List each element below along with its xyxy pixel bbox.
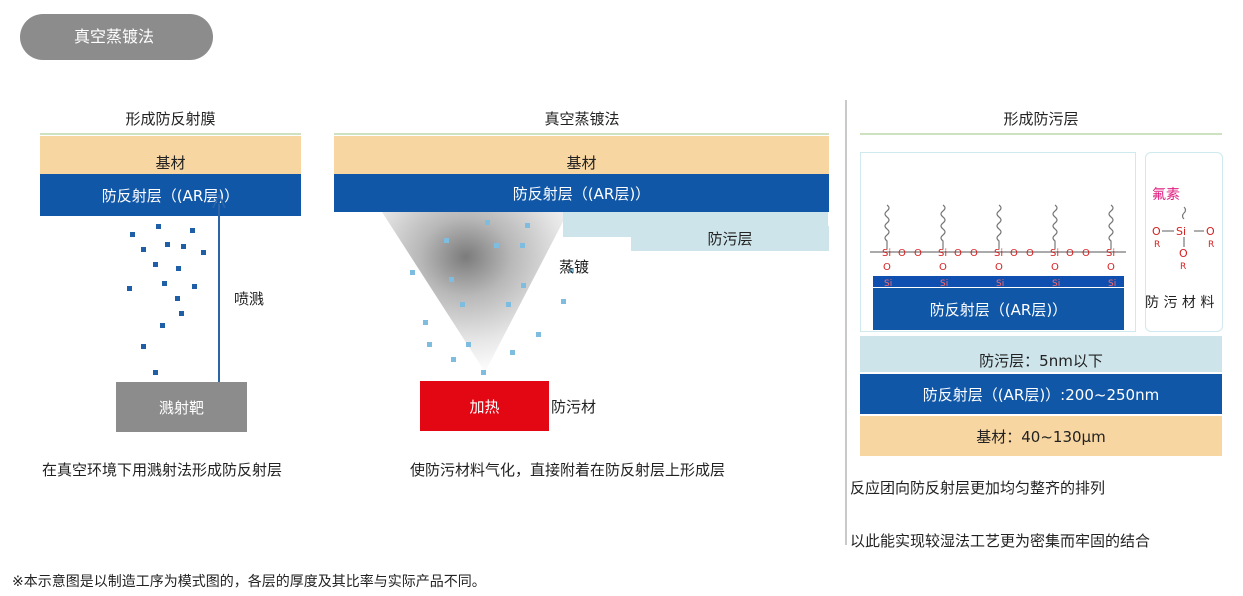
svg-text:O: O [1010,248,1018,259]
panel1-title: 形成防反射膜 [125,110,216,128]
heater: 加热 [420,381,549,431]
svg-text:O: O [914,248,922,259]
svg-text:O: O [1066,248,1074,259]
svg-text:Si: Si [996,279,1004,288]
svg-text:O: O [970,248,978,259]
panel3-ar-thickness: 防反射层（(AR层)）:200~250nm [860,374,1222,414]
si-anchor-icon: Si Si Si Si Si [884,279,1116,288]
panel1-ar-layer: 防反射层（(AR层)） [40,174,301,216]
svg-text:O: O [954,248,962,259]
panel3-caption-1: 反应团向防反射层更加均匀整齐的排列 [850,479,1106,497]
svg-text:O: O [995,262,1003,273]
svg-text:Si: Si [1106,248,1115,259]
molecule-box [860,152,1136,332]
svg-text:Si: Si [940,279,948,288]
panel1-substrate: 基材 [40,136,301,174]
svg-text:Si: Si [884,279,892,288]
svg-text:Si: Si [1050,248,1059,259]
spray-arrow-icon [212,193,226,382]
panel2-substrate: 基材 [334,136,829,174]
panel3-af-layer: 防污层：5nm以下 [860,336,1222,372]
svg-text:O: O [883,262,891,273]
svg-text:Si: Si [994,248,1003,259]
svg-text:R: R [1180,262,1186,272]
fluorine-label: 氟素 [1152,187,1180,203]
panel2-af-layer: 防污层 [631,226,829,251]
panel1-caption: 在真空环境下用溅射法形成防反射层 [42,461,283,479]
af-material-caption: 防 污 材 料 [1145,295,1215,311]
svg-text:O: O [1082,248,1090,259]
anchor-band [873,276,1124,287]
panel3-divider [860,133,1222,135]
svg-text:Si: Si [1108,279,1116,288]
svg-text:R: R [1208,240,1214,250]
panel3-caption-2: 以此能实现较湿法工艺更为密集而牢固的结合 [850,532,1151,550]
panel3-title: 形成防污层 [1003,110,1079,128]
panel2-caption: 使防污材料气化，直接附着在防反射层上形成层 [410,461,726,479]
svg-text:R: R [1154,240,1160,250]
fluorine-box [1145,152,1223,332]
svg-text:Si: Si [938,248,947,259]
section-divider [845,100,847,545]
svg-text:O: O [1206,225,1215,238]
panel1-divider [40,133,301,135]
panel3-ar-layer: 防反射层（(AR层)） [873,288,1124,330]
svg-text:O: O [939,262,947,273]
svg-text:O: O [1107,262,1115,273]
method-tab[interactable]: 真空蒸镀法 [20,14,213,60]
spray-label: 喷溅 [234,290,265,308]
footnote: ※本示意图是以制造工序为模式图的，各层的厚度及其比率与实际产品不同。 [12,574,486,590]
panel2-divider [334,133,829,135]
evaporation-label: 蒸镀 [559,258,590,276]
svg-text:Si: Si [1052,279,1060,288]
svg-text:O: O [1051,262,1059,273]
vapor-cone [382,212,568,372]
svg-text:Si: Si [882,248,891,259]
sputter-target: 溅射靶 [116,382,247,432]
af-material-label: 防污材 [551,398,597,416]
panel3-substrate-thickness: 基材：40~130μm [860,416,1222,456]
svg-text:O: O [1026,248,1034,259]
svg-text:O: O [1152,225,1161,238]
panel2-title: 真空蒸镀法 [544,110,620,128]
svg-text:O: O [1179,247,1188,260]
panel2-ar-layer: 防反射层（(AR层)） [334,174,829,212]
svg-text:Si: Si [1176,225,1186,238]
svg-text:O: O [898,248,906,259]
